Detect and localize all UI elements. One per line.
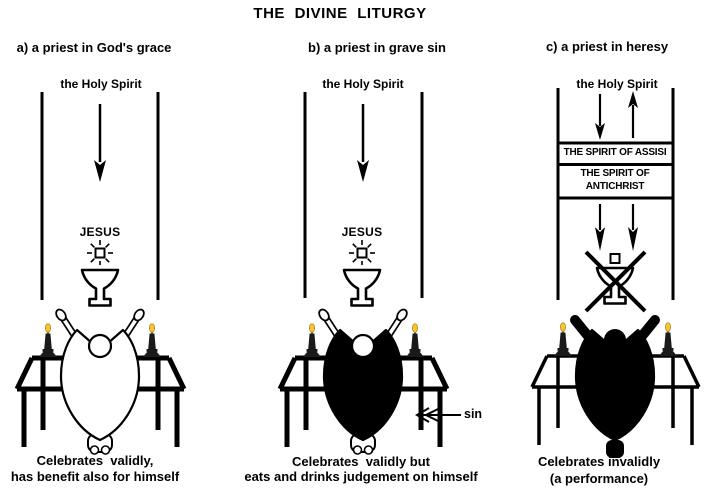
candle-icon bbox=[38, 323, 58, 358]
diagram-title: THE DIVINE LITURGY bbox=[253, 5, 427, 22]
candle-icon bbox=[658, 322, 678, 357]
priest-in-sin-figure bbox=[317, 308, 409, 454]
holy-spirit-down-arrow-icon bbox=[94, 104, 106, 182]
chalice-icon bbox=[80, 268, 120, 307]
panel-b-caption-line1: Celebrates validly but bbox=[292, 453, 430, 469]
spirit-exchange-arrows bbox=[595, 91, 638, 140]
sin-label: sin bbox=[464, 407, 483, 421]
sin-pointer-arrow bbox=[415, 407, 461, 423]
panel-b-header: b) a priest in grave sin bbox=[308, 40, 446, 55]
panel-c-caption-line2: (a performance) bbox=[549, 470, 649, 486]
chalice-icon bbox=[595, 266, 635, 305]
spirit-boxes-borders bbox=[556, 141, 675, 200]
holy-spirit-down-arrow-icon bbox=[357, 104, 369, 182]
spirit-of-antichrist-box-line2: ANTICHRIST bbox=[585, 181, 645, 192]
invalid-cross-mark bbox=[584, 250, 647, 313]
panel-a-caption-line1: Celebrates validly, bbox=[36, 453, 154, 468]
panel-c-caption-line1: Celebrates invalidly bbox=[537, 454, 661, 469]
panel-c-header: c) a priest in heresy bbox=[545, 39, 669, 54]
panel-b-caption-line2: eats and drinks judgement on himself bbox=[244, 468, 478, 484]
panel-c-holy-spirit-label: the Holy Spirit bbox=[576, 77, 658, 91]
panel-a-jesus-label: JESUS bbox=[79, 225, 121, 239]
panel-a-header: a) a priest in God's grace bbox=[16, 40, 172, 55]
chalice-icon bbox=[342, 268, 382, 307]
radiant-host-icon bbox=[348, 239, 376, 266]
candle-icon bbox=[553, 322, 573, 357]
panel-a-caption-line2: has benefit also for himself bbox=[10, 468, 180, 484]
panel-a-graphics bbox=[17, 92, 184, 454]
panel-b-holy-spirit-label: the Holy Spirit bbox=[322, 77, 404, 91]
priest-in-heresy-figure bbox=[575, 320, 655, 458]
panel-a-holy-spirit-label: the Holy Spirit bbox=[60, 77, 142, 91]
priest-in-grace-figure bbox=[54, 308, 146, 454]
panel-b-graphics bbox=[280, 92, 461, 454]
candle-icon bbox=[302, 323, 322, 358]
false-spirit-down-arrows bbox=[595, 204, 638, 251]
candle-icon bbox=[142, 323, 162, 358]
spirit-of-assisi-box-label: THE SPIRIT OF ASSISI bbox=[563, 147, 667, 158]
candle-icon bbox=[405, 323, 425, 358]
panel-b-jesus-label: JESUS bbox=[341, 225, 383, 239]
radiant-host-icon bbox=[86, 239, 114, 266]
host-icon bbox=[609, 253, 621, 264]
panel-c-graphics bbox=[530, 88, 701, 458]
spirit-of-antichrist-box-line1: THE SPIRIT OF bbox=[580, 168, 650, 179]
